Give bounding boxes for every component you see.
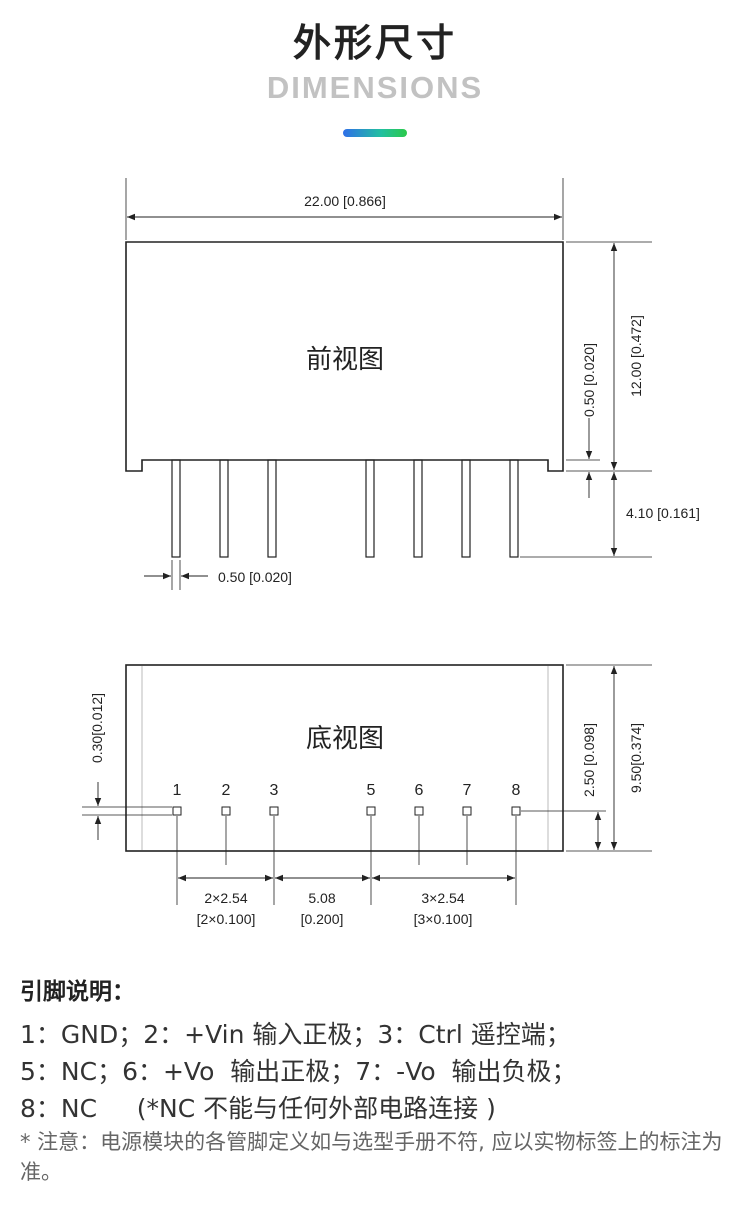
pin-description-line-2: 5：NC；6：+Vo 输出正极；7：-Vo 输出负极；	[20, 1057, 577, 1086]
pin-7-front	[461, 459, 471, 558]
front-view	[125, 178, 652, 590]
depth-label: 9.50[0.374]	[628, 723, 644, 793]
pin-description-line-1: 1：GND；2：+Vin 输入正极；3：Ctrl 遥控端；	[20, 1020, 571, 1049]
pin-description-line-3: 8：NC (*NC 不能与任何外部电路连接 )	[20, 1094, 496, 1123]
spacing-right-label-1: 3×2.54	[421, 890, 464, 906]
page-subtitle: DIMENSIONS	[266, 70, 484, 105]
page-title: 外形尺寸	[292, 21, 457, 65]
bottom-view	[82, 664, 652, 905]
dimension-drawing: 22.00 [0.866] 前视图 12.00 [0.472] 0.50 [0.…	[82, 178, 700, 927]
pin-8-front	[509, 459, 519, 558]
accent-bar	[343, 129, 407, 137]
attention-note: * 注意：电源模块的各管脚定义如与选型手册不符, 应以实物标签上的标注为准。	[20, 1130, 723, 1184]
pin-description-heading: 引脚说明：	[20, 979, 135, 1005]
spacing-right-label-2: [3×0.100]	[414, 911, 473, 927]
pin-1-bottom	[172, 806, 182, 816]
spacing-mid-label-2: [0.200]	[301, 911, 344, 927]
front-pin-width-label: 0.50 [0.020]	[218, 569, 292, 585]
pin-3-bottom	[269, 806, 279, 816]
bottom-view-label: 底视图	[306, 724, 384, 754]
pin-3-front	[267, 459, 277, 558]
pin-5-front	[365, 459, 375, 558]
pin-6-bottom	[414, 806, 424, 816]
pin-number-8: 8	[512, 782, 521, 799]
spacing-mid-label-1: 5.08	[308, 890, 335, 906]
pin-size-label: 0.30[0.012]	[89, 693, 105, 763]
pin-number-1: 1	[173, 782, 182, 799]
pin-8-bottom	[511, 806, 521, 816]
bottom-body-outline	[125, 664, 564, 852]
pin-number-7: 7	[463, 782, 472, 799]
pin-6-front	[413, 459, 423, 558]
front-height-label: 12.00 [0.472]	[628, 315, 644, 397]
pin-1-front	[171, 459, 181, 558]
pin-number-2: 2	[222, 782, 231, 799]
front-body-outline	[125, 241, 564, 472]
pin-number-3: 3	[270, 782, 279, 799]
pin-number-5: 5	[367, 782, 376, 799]
pin-2-bottom	[221, 806, 231, 816]
pin-7-bottom	[462, 806, 472, 816]
pin-row-label: 2.50 [0.098]	[581, 723, 597, 797]
front-standoff-label: 0.50 [0.020]	[581, 343, 597, 417]
pin-number-6: 6	[415, 782, 424, 799]
pin-5-bottom	[366, 806, 376, 816]
pin-2-front	[219, 459, 229, 558]
front-pin-length-label: 4.10 [0.161]	[626, 505, 700, 521]
front-width-label: 22.00 [0.866]	[304, 193, 386, 209]
front-view-label: 前视图	[306, 345, 384, 375]
spacing-left-label-2: [2×0.100]	[197, 911, 256, 927]
spacing-left-label-1: 2×2.54	[204, 890, 247, 906]
